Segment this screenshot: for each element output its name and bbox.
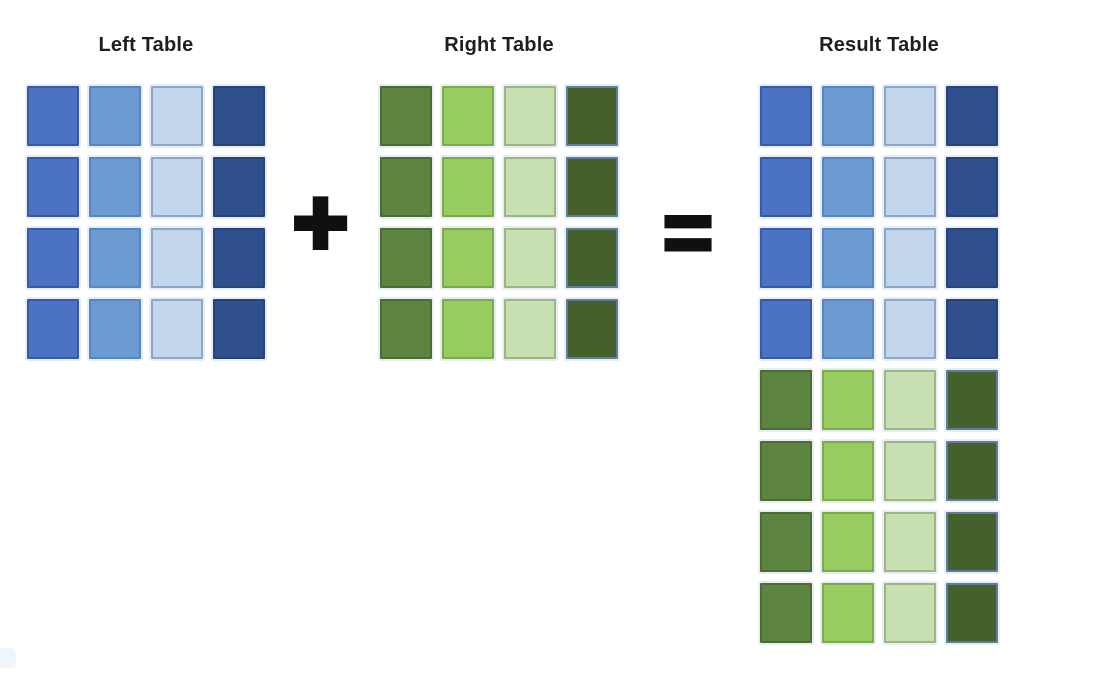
table-cell (760, 299, 812, 359)
result-table-title: Result Table (819, 34, 939, 56)
left-table-grid (27, 86, 265, 359)
table-cell (822, 228, 874, 288)
table-cell (504, 299, 556, 359)
table-cell (946, 441, 998, 501)
table-cell (504, 157, 556, 217)
table-cell (946, 512, 998, 572)
table-cell (822, 441, 874, 501)
table-cell (442, 228, 494, 288)
equals-operator: = (661, 183, 715, 283)
table-cell (504, 228, 556, 288)
table-cell (566, 228, 618, 288)
left-table-title: Left Table (98, 34, 194, 56)
table-cell (760, 370, 812, 430)
left-table: Left Table (27, 33, 265, 359)
table-cell (760, 512, 812, 572)
table-cell (884, 441, 936, 501)
table-cell (213, 299, 265, 359)
table-cell (89, 157, 141, 217)
table-cell (27, 299, 79, 359)
table-cell (27, 157, 79, 217)
table-cell (760, 441, 812, 501)
table-cell (566, 299, 618, 359)
table-cell (151, 157, 203, 217)
table-cell (504, 86, 556, 146)
result-table-grid (760, 86, 998, 643)
right-table: Right Table (380, 33, 618, 359)
table-cell (89, 86, 141, 146)
table-cell (442, 157, 494, 217)
table-cell (380, 228, 432, 288)
table-cell (946, 299, 998, 359)
table-cell (946, 157, 998, 217)
table-cell (27, 228, 79, 288)
table-cell (884, 370, 936, 430)
table-cell (89, 228, 141, 288)
table-cell (884, 86, 936, 146)
table-cell (442, 299, 494, 359)
table-cell (760, 583, 812, 643)
table-cell (760, 86, 812, 146)
table-cell (380, 86, 432, 146)
corner-artifact (0, 648, 16, 668)
table-cell (884, 299, 936, 359)
right-table-title: Right Table (444, 34, 554, 56)
table-cell (946, 86, 998, 146)
table-cell (946, 228, 998, 288)
table-cell (884, 157, 936, 217)
table-cell (566, 86, 618, 146)
right-table-grid (380, 86, 618, 359)
table-cell (760, 228, 812, 288)
table-cell (822, 370, 874, 430)
table-cell (946, 583, 998, 643)
plus-operator: + (290, 166, 351, 278)
table-cell (760, 157, 812, 217)
result-table: Result Table (760, 33, 998, 643)
table-cell (946, 370, 998, 430)
table-cell (380, 157, 432, 217)
table-cell (213, 157, 265, 217)
table-cell (822, 583, 874, 643)
table-cell (380, 299, 432, 359)
table-cell (566, 157, 618, 217)
table-cell (884, 583, 936, 643)
table-cell (822, 157, 874, 217)
table-cell (822, 512, 874, 572)
table-cell (151, 299, 203, 359)
table-cell (884, 228, 936, 288)
table-cell (442, 86, 494, 146)
table-cell (89, 299, 141, 359)
table-cell (27, 86, 79, 146)
table-cell (213, 228, 265, 288)
table-cell (151, 228, 203, 288)
table-cell (822, 86, 874, 146)
table-cell (151, 86, 203, 146)
table-cell (884, 512, 936, 572)
table-cell (213, 86, 265, 146)
table-cell (822, 299, 874, 359)
